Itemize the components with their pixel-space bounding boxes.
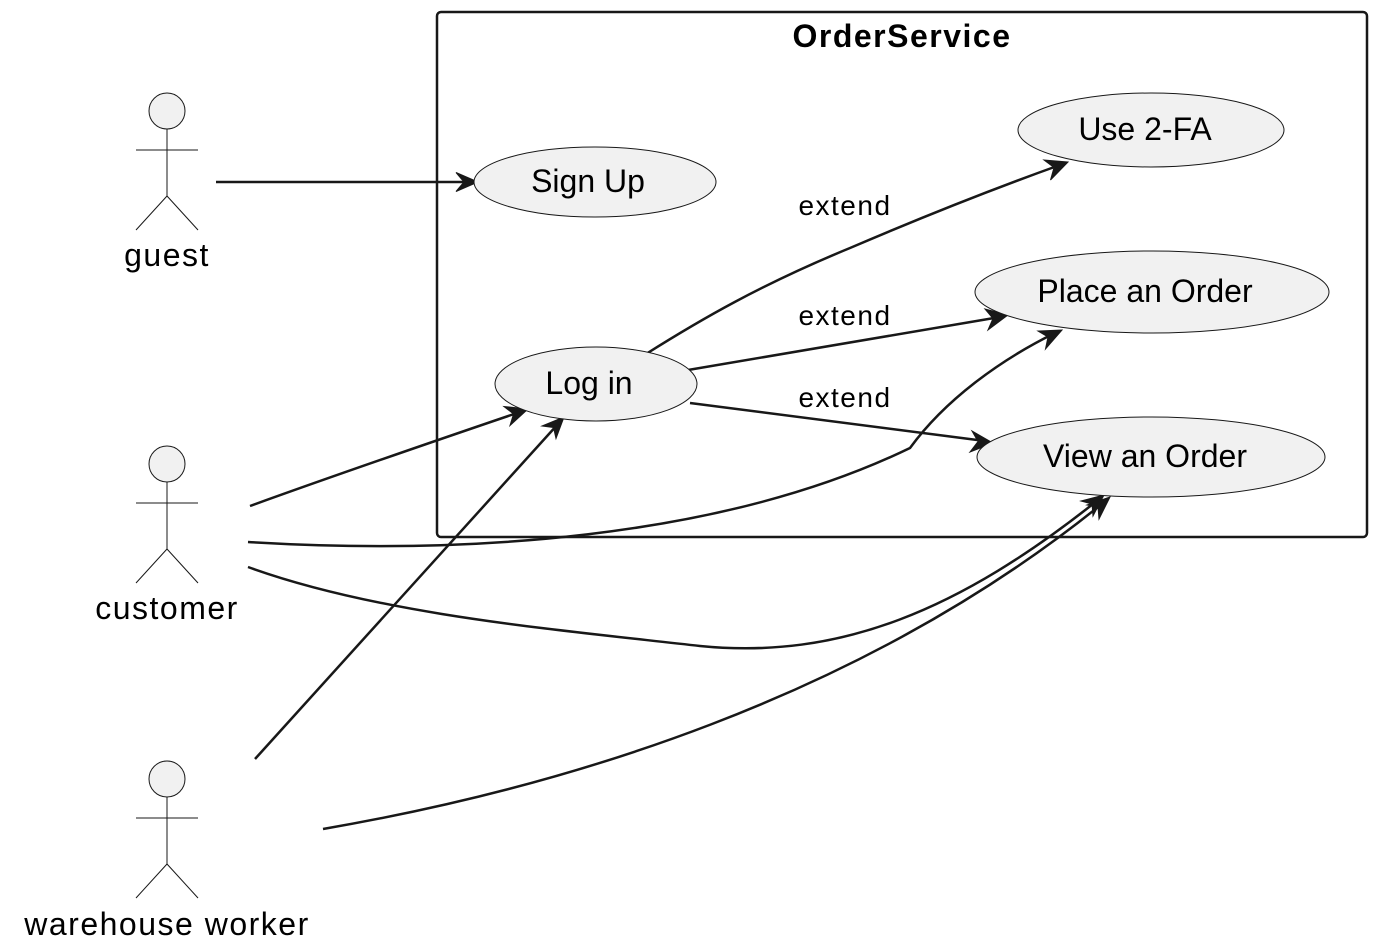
- actor-customer-right-leg: [166, 548, 199, 584]
- actor-customer: customer: [95, 445, 239, 626]
- usecase-use-2fa-ellipse: [1017, 92, 1285, 168]
- arrowhead-customer-place: [1036, 329, 1064, 351]
- usecase-place-an-order-label: Place an Order: [1037, 273, 1253, 309]
- actor-customer-left-leg: [135, 548, 168, 584]
- usecase-place-an-order: Place an Order: [974, 250, 1330, 334]
- edge-customer-view: [247, 499, 1099, 650]
- actor-warehouse-worker-left-leg: [135, 863, 168, 899]
- usecase-sign-up: Sign Up: [473, 146, 717, 218]
- arrowhead-worker-view: [1085, 496, 1111, 521]
- edge-customer-place: [247, 331, 1056, 548]
- edge-login-view: [689, 401, 986, 443]
- usecase-view-an-order-ellipse: [976, 416, 1326, 498]
- usecase-log-in-ellipse: [494, 346, 698, 422]
- actor-customer-head: [148, 445, 186, 483]
- usecase-view-an-order-label: View an Order: [1043, 438, 1247, 474]
- system-boundary-rect: [435, 10, 1369, 539]
- usecase-place-an-order-ellipse: [974, 250, 1330, 334]
- arrowhead-worker-login: [540, 416, 565, 441]
- system-title: OrderService: [792, 18, 1011, 54]
- actor-icon: [135, 760, 199, 899]
- edge-labels: extend extend extend: [798, 190, 891, 413]
- edge-worker-login: [254, 423, 559, 760]
- actor-customer-label: customer: [95, 590, 239, 626]
- actor-warehouse-worker-head: [148, 760, 186, 798]
- actor-guest-label: guest: [124, 237, 210, 273]
- arrowhead-guest-signup: [455, 172, 480, 192]
- actor-guest: guest: [124, 92, 210, 273]
- edges: [216, 159, 1111, 831]
- actors: guest customer warehouse worker: [23, 92, 309, 942]
- arrowhead-login-view: [968, 429, 995, 454]
- edge-customer-login: [249, 410, 521, 508]
- usecase-view-an-order: View an Order: [976, 416, 1326, 498]
- usecase-sign-up-ellipse: [473, 146, 717, 218]
- use-cases: Sign Up Log in Use 2-FA Place an Order V…: [473, 92, 1330, 498]
- usecase-use-2fa: Use 2-FA: [1017, 92, 1285, 168]
- actor-guest-head: [148, 92, 186, 130]
- arrowhead-login-2fa: [1042, 159, 1070, 181]
- usecase-log-in-label: Log in: [545, 365, 632, 401]
- actor-icon: [135, 445, 199, 584]
- actor-guest-left-leg: [135, 195, 168, 231]
- arrowhead-customer-login: [502, 405, 530, 428]
- actor-warehouse-worker-right-leg: [166, 863, 199, 899]
- edge-worker-view: [322, 502, 1104, 831]
- usecase-sign-up-label: Sign Up: [531, 163, 645, 199]
- actor-warehouse-worker-label: warehouse worker: [23, 906, 309, 942]
- edge-login-place: [687, 315, 1001, 372]
- usecase-log-in: Log in: [494, 346, 698, 422]
- system-boundary-orderservice: OrderService: [435, 10, 1369, 539]
- usecase-use-2fa-label: Use 2-FA: [1078, 111, 1212, 147]
- actor-icon: [135, 92, 199, 231]
- actor-warehouse-worker: warehouse worker: [23, 760, 309, 942]
- relation-label-extend-view: extend: [798, 382, 891, 413]
- relation-label-extend-2fa: extend: [798, 190, 891, 221]
- actor-guest-right-leg: [166, 195, 199, 231]
- relation-label-extend-place: extend: [798, 300, 891, 331]
- edge-login-2fa: [645, 163, 1061, 356]
